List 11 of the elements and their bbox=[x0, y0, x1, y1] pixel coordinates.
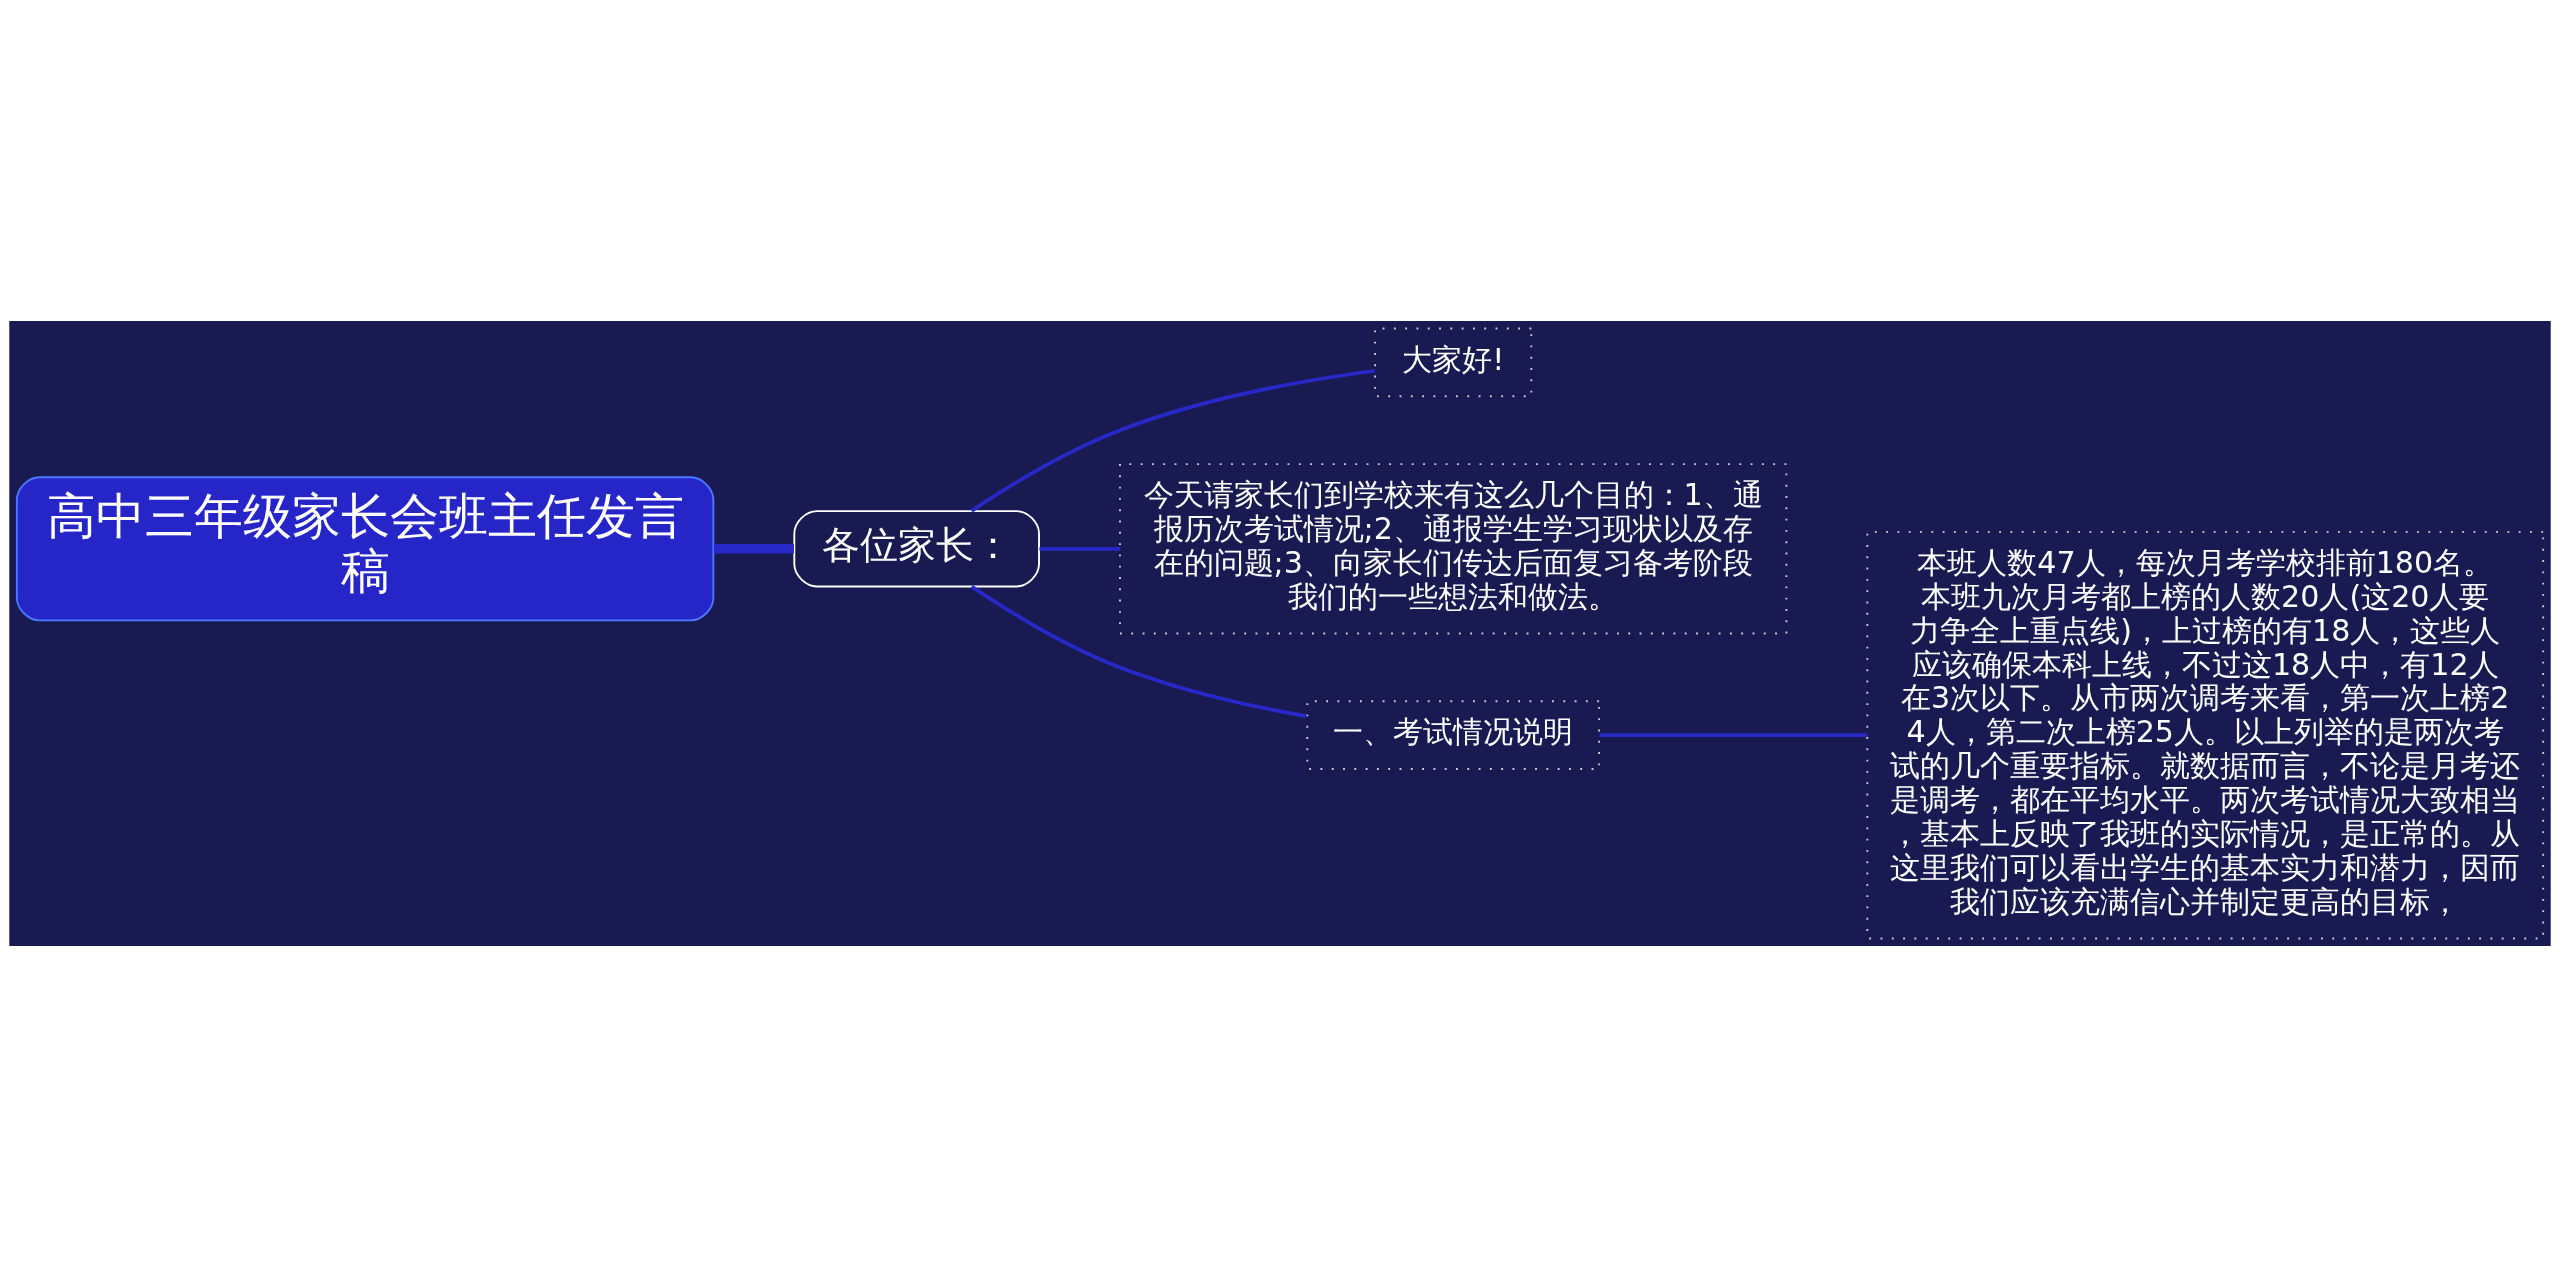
connector bbox=[970, 585, 1307, 719]
node-box: 各位家长： bbox=[793, 510, 1040, 588]
node-box: 高中三年级家长会班主任发言稿 bbox=[15, 476, 715, 622]
connector bbox=[713, 544, 794, 554]
connector bbox=[1599, 733, 1868, 738]
node-box: 本班人数47人，每次月考学校排前180名。本班九次月考都上榜的人数20人(这20人要力争全上重点线)，上过榜的有18人，这些人应该确保本科上线，不过这18人中，有12人在3次以下。从市两次调考来看，第一次上榜24人，第二次上榜25人。以上列举的是两次考试的几个重要指标。就数据而言，不论是月考还是调考，都在平均水平。两次考试情况大致相当，基本上反映了我班的实际情况，是正常的。从这里我们可以看出学生的基本实力和潜力，因而我们应该充满信心并制定更高的目标， bbox=[1866, 530, 2545, 940]
node-box: 今天请家长们到学校来有这么几个目的：1、通报历次考试情况;2、通报学生学习现状以及存在的问题;3、向家长们传达后面复习备考阶段我们的一些想法和做法。 bbox=[1119, 463, 1788, 635]
connector bbox=[970, 368, 1376, 513]
node-box: 大家好! bbox=[1374, 327, 1533, 398]
node-box: 一、考试情况说明 bbox=[1306, 700, 1601, 770]
connector bbox=[1039, 546, 1120, 551]
